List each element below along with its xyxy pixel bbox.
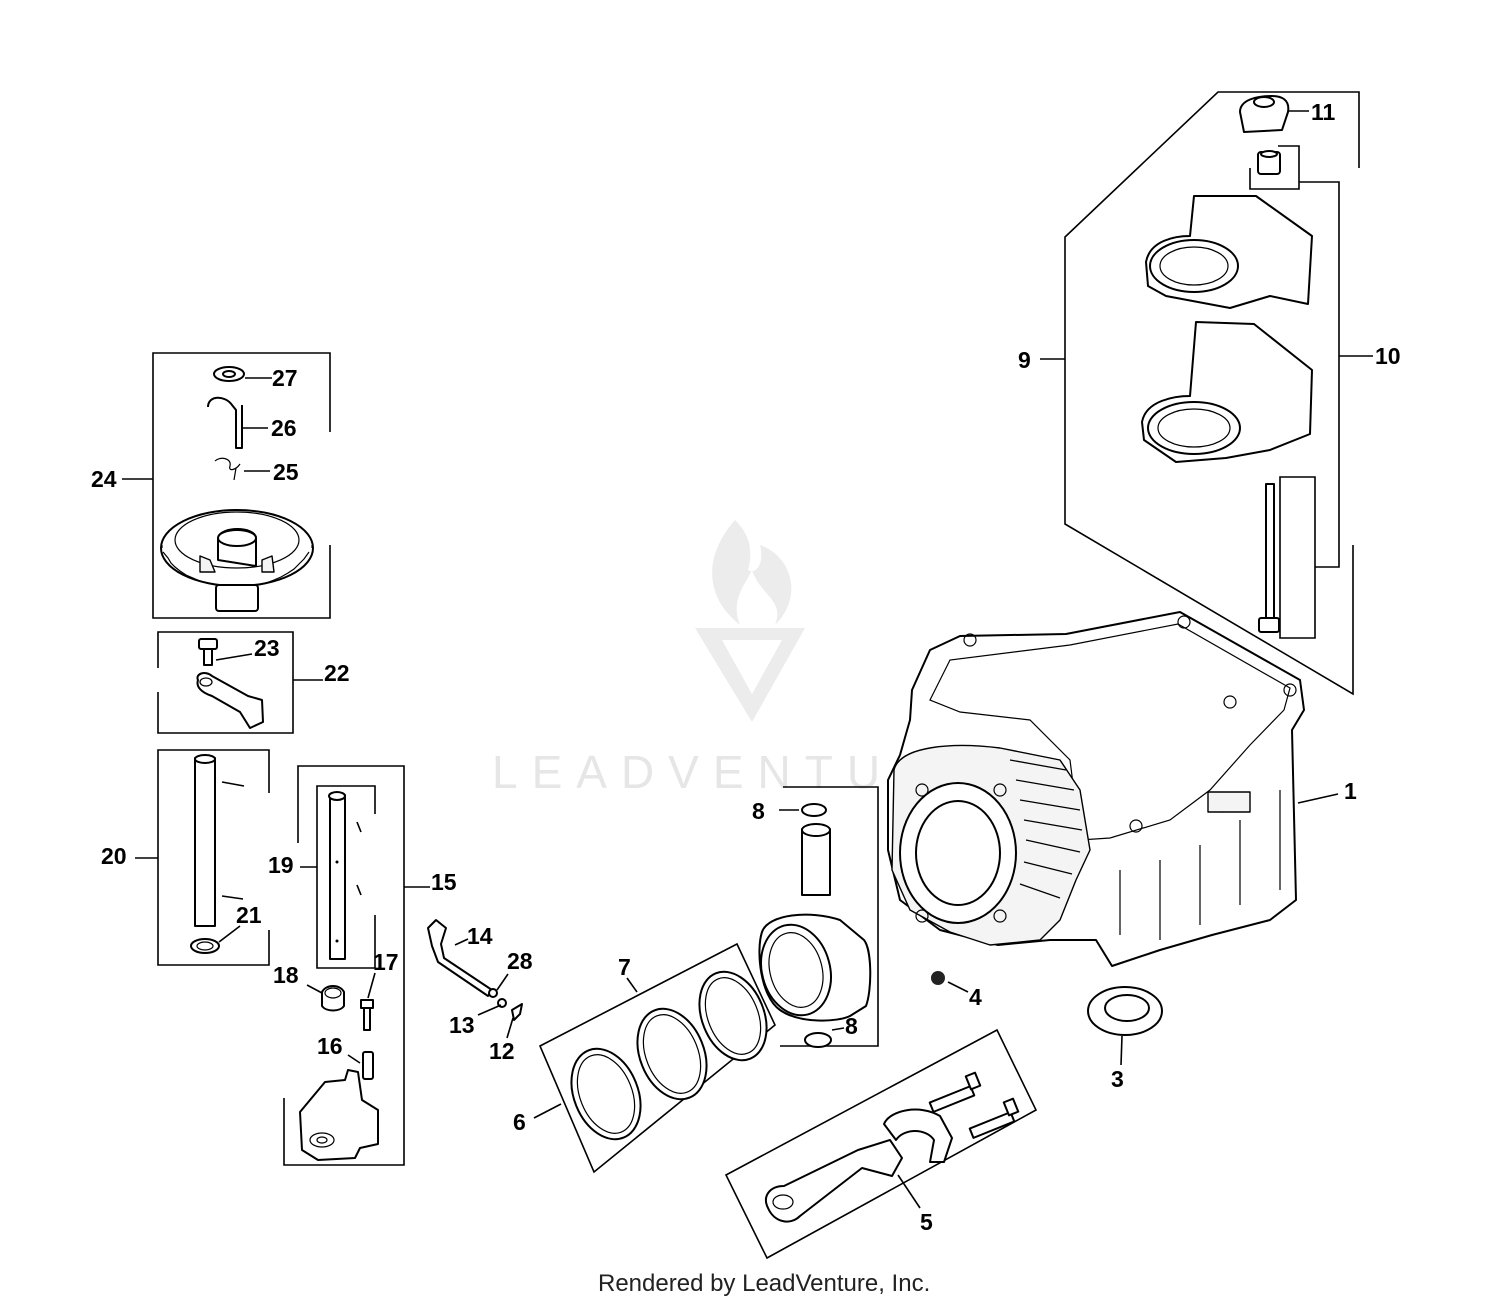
- callout-9: 9: [1018, 347, 1031, 373]
- callout-6: 6: [513, 1109, 526, 1135]
- callout-4: 4: [969, 984, 982, 1010]
- connecting-rod-group: 5: [724, 1028, 1038, 1260]
- callout-3: 3: [1111, 1066, 1124, 1092]
- callout-22: 22: [324, 660, 350, 686]
- callout-7: 7: [618, 954, 631, 980]
- callout-19: 19: [268, 852, 294, 878]
- footer-credit: Rendered by LeadVenture, Inc.: [598, 1270, 930, 1297]
- callout-28: 28: [507, 948, 533, 974]
- oil-pickup-group: 14 28 13 12: [427, 919, 533, 1064]
- piston-rings-group: 6 7: [513, 942, 776, 1174]
- callout-23: 23: [254, 635, 280, 661]
- watermark: LEADVENTU: [492, 520, 894, 798]
- callout-17: 17: [373, 949, 399, 975]
- watermark-flame-logo: [712, 520, 792, 625]
- governor-gear-group: 27 26 25 24: [91, 352, 331, 619]
- callout-20: 20: [101, 843, 127, 869]
- callout-14: 14: [467, 923, 493, 949]
- watermark-v-logo: [695, 628, 805, 722]
- seal-plug-group: 4 3: [931, 971, 1163, 1092]
- callout-27: 27: [272, 365, 298, 391]
- baffles-group: 11 9 10: [1018, 91, 1401, 696]
- callout-18: 18: [273, 962, 299, 988]
- callout-13: 13: [449, 1012, 475, 1038]
- callout-10: 10: [1375, 343, 1401, 369]
- callout-15: 15: [431, 869, 457, 895]
- callout-1: 1: [1344, 778, 1357, 804]
- callout-8-bottom: 8: [845, 1013, 858, 1039]
- callout-8-top: 8: [752, 798, 765, 824]
- piston-group: 8 8: [752, 786, 879, 1048]
- crankcase-group: 1: [887, 611, 1357, 967]
- callout-26: 26: [271, 415, 297, 441]
- governor-lever-group: 23 22: [157, 631, 350, 734]
- callout-25: 25: [273, 459, 299, 485]
- governor-shaft-group: 20 21: [101, 749, 270, 966]
- oil-pump-group: 19 15 17 18 16: [268, 765, 457, 1166]
- watermark-text: LEADVENTU: [492, 746, 894, 798]
- callout-24: 24: [91, 466, 117, 492]
- callout-5: 5: [920, 1209, 933, 1235]
- callout-11: 11: [1311, 99, 1336, 125]
- callout-21: 21: [236, 902, 262, 928]
- callout-16: 16: [317, 1033, 343, 1059]
- callout-12: 12: [489, 1038, 515, 1064]
